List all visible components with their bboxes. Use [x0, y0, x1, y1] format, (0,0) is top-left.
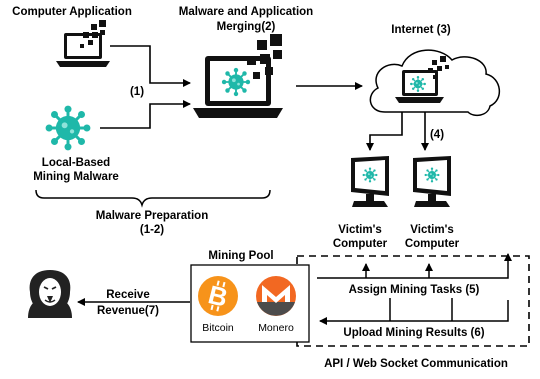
internet-to-victim1-arrow [366, 112, 403, 151]
merge-title-line1: Malware and Application [179, 6, 313, 18]
internet-label: Internet (3) [391, 24, 451, 36]
cloud-laptop-icon [395, 56, 449, 103]
victim-computer-1-icon [351, 156, 389, 207]
hacker-icon [28, 270, 72, 318]
step-4-label: (4) [430, 129, 444, 141]
mining-malware-label: Mining Malware [33, 171, 119, 183]
bitcoin-label: Bitcoin [202, 322, 234, 334]
receive-label-line2: Revenue(7) [97, 305, 159, 317]
victim-computer-2-icon [413, 156, 451, 207]
local-based-label: Local-Based [42, 157, 110, 169]
victim-2-label-line1: Victim's [410, 224, 453, 236]
step-1-label: (1) [130, 86, 144, 98]
malware-to-merge-arrow [100, 100, 191, 129]
merged-laptop-icon [193, 34, 283, 118]
receive-label-line1: Receive [106, 289, 149, 301]
victim-1-label-line2: Computer [333, 238, 388, 250]
assign-tasks-arrow-right [317, 253, 512, 279]
monero-icon [256, 276, 296, 316]
monero-label: Monero [258, 322, 294, 334]
api-communication-box [296, 255, 530, 347]
api-label: API / Web Socket Communication [324, 358, 508, 370]
malware-preparation-brace [35, 189, 271, 208]
upload-results-label: Upload Mining Results (6) [343, 327, 484, 339]
app-laptop-icon [56, 20, 110, 67]
malware-preparation-steps: (1-2) [140, 224, 164, 236]
computer-application-label: Computer Application [12, 6, 132, 18]
malware-preparation-label: Malware Preparation [96, 210, 208, 222]
assign-tasks-label: Assign Mining Tasks (5) [349, 284, 480, 296]
bitcoin-icon: B [198, 276, 238, 316]
victim-2-label-line2: Computer [405, 238, 460, 250]
merge-title-line2: Merging(2) [217, 21, 276, 33]
upload-results-arrow [319, 300, 509, 325]
local-malware-virus-icon [44, 104, 92, 152]
app-to-merge-arrow [110, 45, 191, 87]
victim-1-label-line1: Victim's [338, 224, 381, 236]
mining-pool-label: Mining Pool [208, 250, 273, 262]
